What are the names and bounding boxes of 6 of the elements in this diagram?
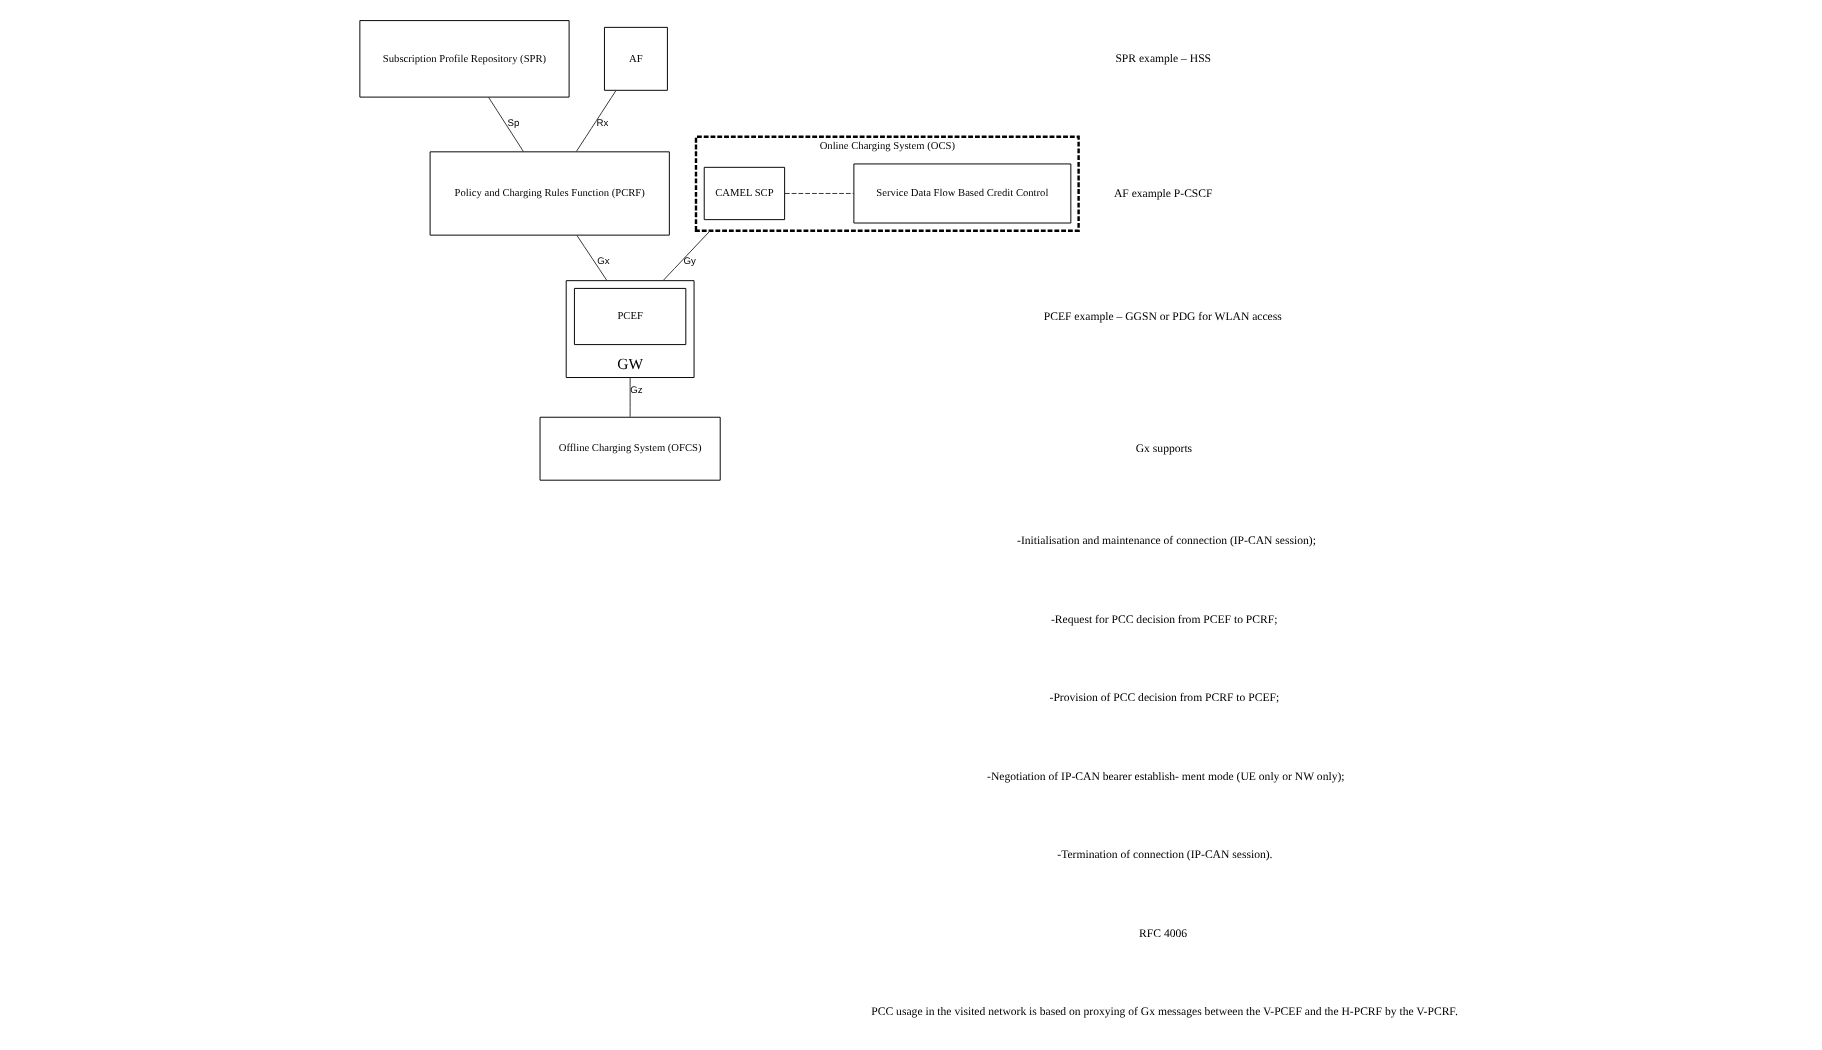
connector xyxy=(661,230,710,282)
connector xyxy=(783,193,854,194)
connector xyxy=(628,377,630,418)
connector xyxy=(575,234,607,282)
connector xyxy=(574,90,616,153)
connector xyxy=(486,96,524,153)
